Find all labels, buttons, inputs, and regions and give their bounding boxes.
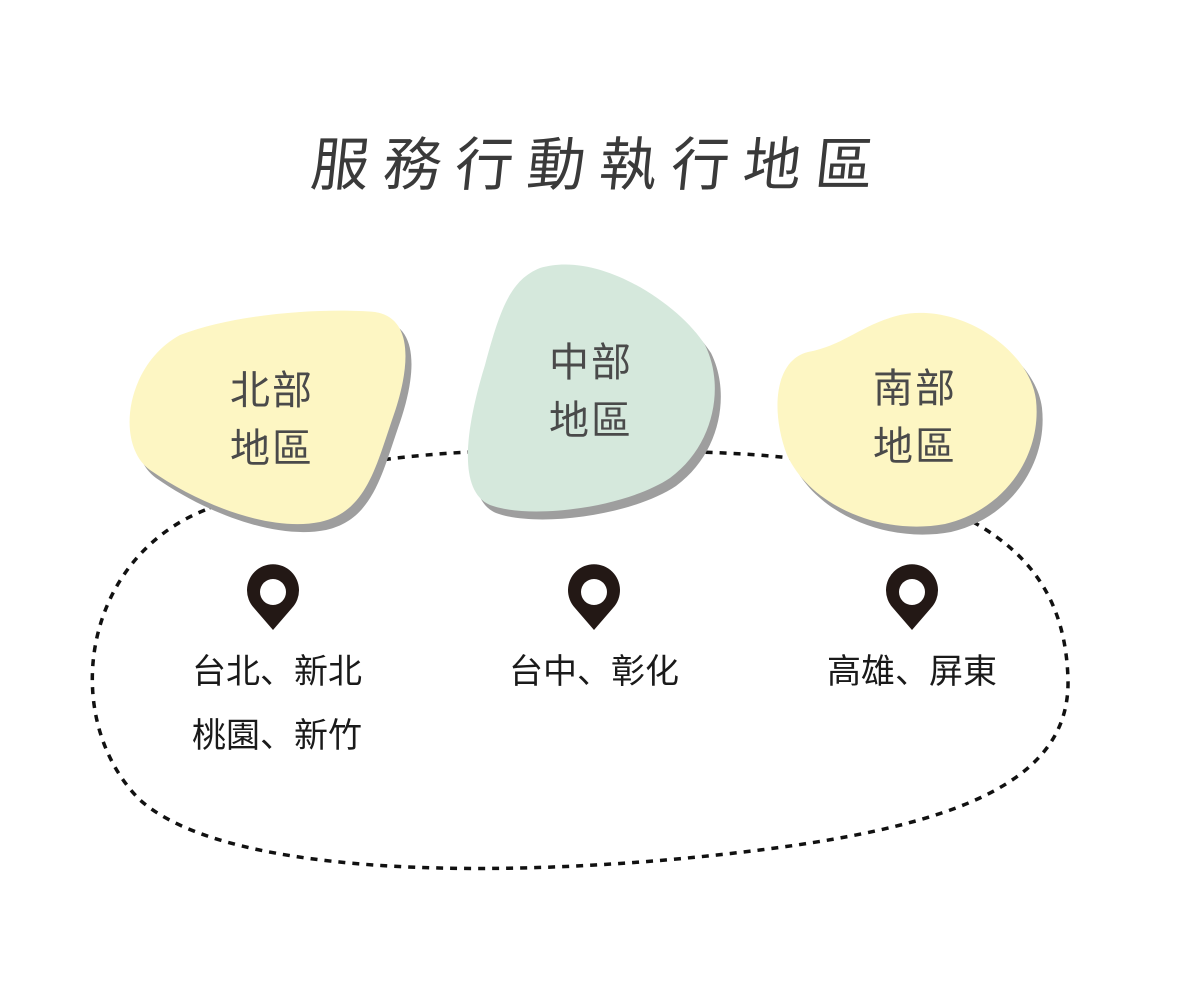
north-region-blob [129, 310, 412, 533]
central-region-blob [467, 264, 721, 520]
map-pin-icon [247, 564, 299, 630]
city-line: 台北、新北 [192, 652, 362, 692]
south-region-blob [777, 312, 1043, 535]
map-pin-icon [568, 564, 620, 630]
region-name-line: 中部 [549, 340, 633, 386]
region-name-line: 地區 [873, 424, 957, 470]
map-pin-icon [886, 564, 938, 630]
south-region-label: 南部 地區 [815, 360, 1015, 476]
city-line: 高雄、屏東 [827, 652, 997, 692]
central-city-list: 台中、彰化 [454, 640, 734, 704]
city-line: 台中、彰化 [509, 652, 679, 692]
page-title: 服務行動執行地區 [307, 131, 892, 199]
north-region-label: 北部 地區 [172, 362, 372, 478]
central-region-label: 中部 地區 [491, 334, 691, 450]
region-name-line: 南部 [873, 366, 957, 412]
region-name-line: 北部 [230, 368, 314, 414]
north-city-list: 台北、新北 桃園、新竹 [137, 640, 417, 768]
region-name-line: 地區 [230, 426, 314, 472]
region-name-line: 地區 [549, 398, 633, 444]
city-line: 桃園、新竹 [192, 716, 362, 756]
south-city-list: 高雄、屏東 [772, 640, 1052, 704]
